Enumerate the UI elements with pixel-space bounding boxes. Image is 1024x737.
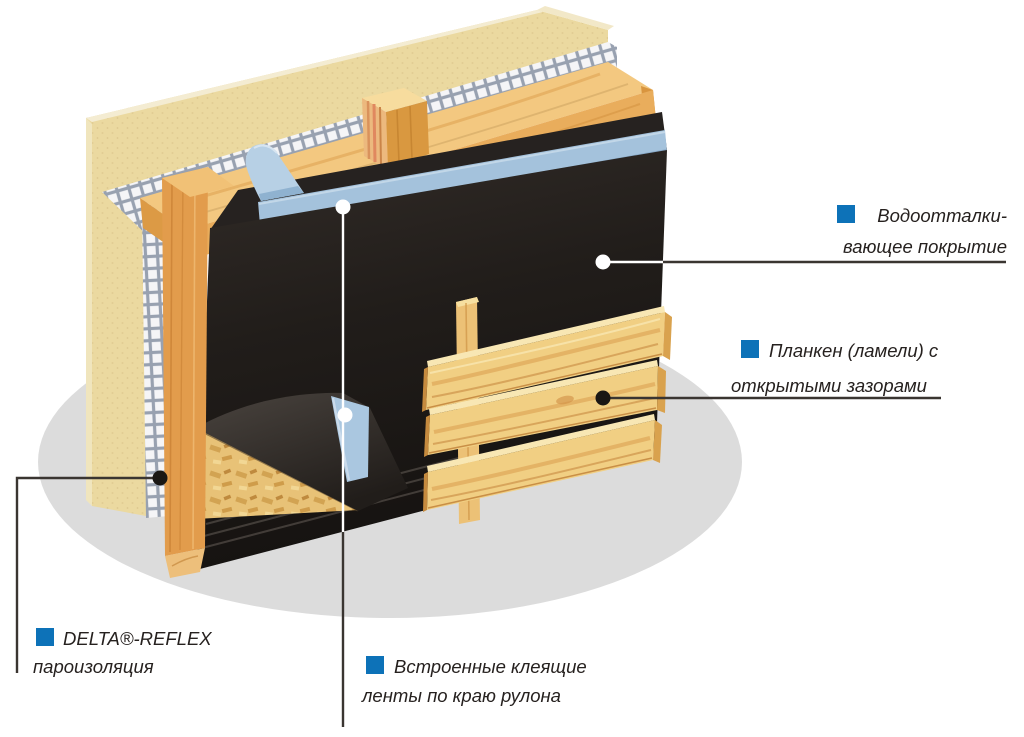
slat-1 bbox=[422, 306, 672, 412]
callout-coating-dot bbox=[595, 254, 611, 270]
label-tapes-line2: ленты по краю рулона bbox=[361, 685, 561, 706]
bullet-icon bbox=[36, 628, 54, 646]
peeled-corner bbox=[195, 392, 408, 519]
board-top-edge bbox=[86, 10, 543, 122]
label-coating-line2: вающее покрытие bbox=[843, 236, 1007, 257]
board-corner-face bbox=[537, 6, 614, 30]
edge-tape-top bbox=[258, 130, 667, 225]
revealed-sheathing bbox=[196, 428, 358, 519]
left-batten bbox=[162, 167, 234, 578]
label-delta: DELTA®-REFLEX пароизоляция bbox=[33, 628, 212, 677]
label-planken-line1: Планкен (ламели) с bbox=[769, 340, 939, 361]
label-tapes: Встроенные клеящие ленты по краю рулона bbox=[361, 656, 587, 706]
bullet-icon bbox=[366, 656, 384, 674]
bullet-icon bbox=[837, 205, 855, 223]
callouts bbox=[15, 199, 1006, 727]
stud-top-face bbox=[362, 88, 427, 112]
slat-2 bbox=[424, 360, 666, 457]
batten-end-face bbox=[165, 548, 205, 578]
edge-tape-fold bbox=[245, 144, 304, 201]
label-planken-line2: открытыми зазорами bbox=[731, 375, 927, 396]
callout-tapes-dot-bottom bbox=[337, 407, 353, 423]
slat-3 bbox=[423, 414, 662, 512]
label-coating: Водоотталки- вающее покрытие bbox=[837, 205, 1007, 257]
label-tapes-line1: Встроенные клеящие bbox=[394, 656, 587, 677]
back-board bbox=[86, 6, 614, 516]
bullet-icon bbox=[741, 340, 759, 358]
callout-delta-line bbox=[15, 476, 160, 673]
callout-delta-dot bbox=[152, 470, 168, 486]
board-left-edge bbox=[86, 118, 92, 506]
label-delta-line1: DELTA®-REFLEX bbox=[63, 628, 212, 649]
callout-planken-dot bbox=[595, 390, 611, 406]
planken-slats bbox=[422, 306, 672, 512]
label-coating-line1: Водоотталки- bbox=[877, 205, 1007, 226]
labels: Водоотталки- вающее покрытие Планкен (ла… bbox=[33, 205, 1007, 706]
stud-block bbox=[362, 88, 429, 170]
label-planken: Планкен (ламели) с открытыми зазорами bbox=[731, 340, 939, 396]
batten-top-face bbox=[162, 167, 234, 197]
callout-tapes-dot-top bbox=[335, 199, 351, 215]
label-delta-line2: пароизоляция bbox=[33, 656, 154, 677]
